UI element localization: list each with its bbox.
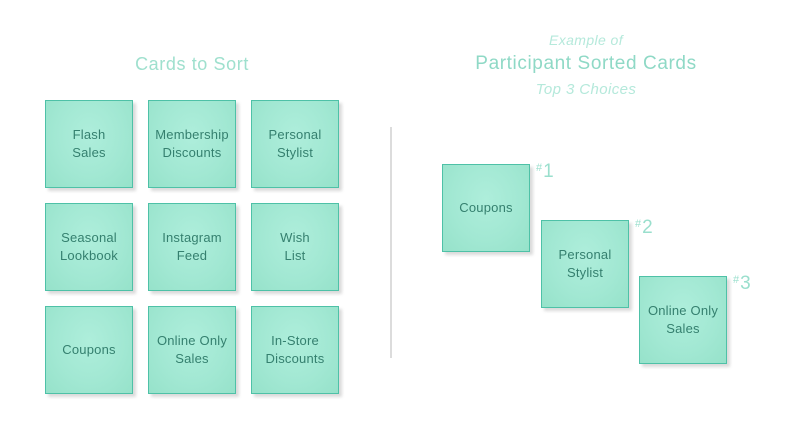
sorted-card-personal-stylist[interactable]: Personal Stylist (541, 220, 629, 308)
sorted-slot-1: Coupons #1 (442, 162, 554, 252)
sort-card-online-only-sales[interactable]: Online Only Sales (148, 306, 236, 394)
rank-number: 3 (740, 273, 751, 294)
cards-to-sort-title: Cards to Sort (135, 54, 249, 74)
sort-card-coupons[interactable]: Coupons (45, 306, 133, 394)
top-3-choices-subtitle: Top 3 Choices (535, 80, 637, 98)
sorted-card-online-only-sales[interactable]: Online Only Sales (639, 276, 727, 364)
example-of-subtitle: Example of (548, 32, 624, 48)
sorted-slot-3: Online Only Sales #3 (639, 274, 751, 364)
rank-number: 1 (543, 161, 554, 182)
sorted-slot-2: Personal Stylist #2 (541, 218, 653, 308)
sorted-card-coupons[interactable]: Coupons (442, 164, 530, 252)
sort-card-flash-sales[interactable]: Flash Sales (45, 100, 133, 188)
sort-card-wish-list[interactable]: Wish List (251, 203, 339, 291)
hash-symbol: # (635, 218, 642, 230)
sort-card-in-store-discounts[interactable]: In-Store Discounts (251, 306, 339, 394)
rank-label-2: #2 (635, 218, 653, 237)
right-panel-header: Example of Participant Sorted Cards Top … (440, 32, 732, 99)
sort-card-instagram-feed[interactable]: Instagram Feed (148, 203, 236, 291)
rank-label-3: #3 (733, 274, 751, 293)
hash-symbol: # (536, 162, 543, 174)
sort-card-personal-stylist[interactable]: Personal Stylist (251, 100, 339, 188)
sort-card-membership-discounts[interactable]: Membership Discounts (148, 100, 236, 188)
vertical-divider (390, 127, 392, 358)
rank-label-1: #1 (536, 162, 554, 181)
cards-to-sort-grid: Flash Sales Membership Discounts Persona… (45, 100, 339, 394)
sort-card-seasonal-lookbook[interactable]: Seasonal Lookbook (45, 203, 133, 291)
participant-sorted-cards-title: Participant Sorted Cards (475, 52, 697, 74)
hash-symbol: # (733, 274, 740, 286)
rank-number: 2 (642, 217, 653, 238)
